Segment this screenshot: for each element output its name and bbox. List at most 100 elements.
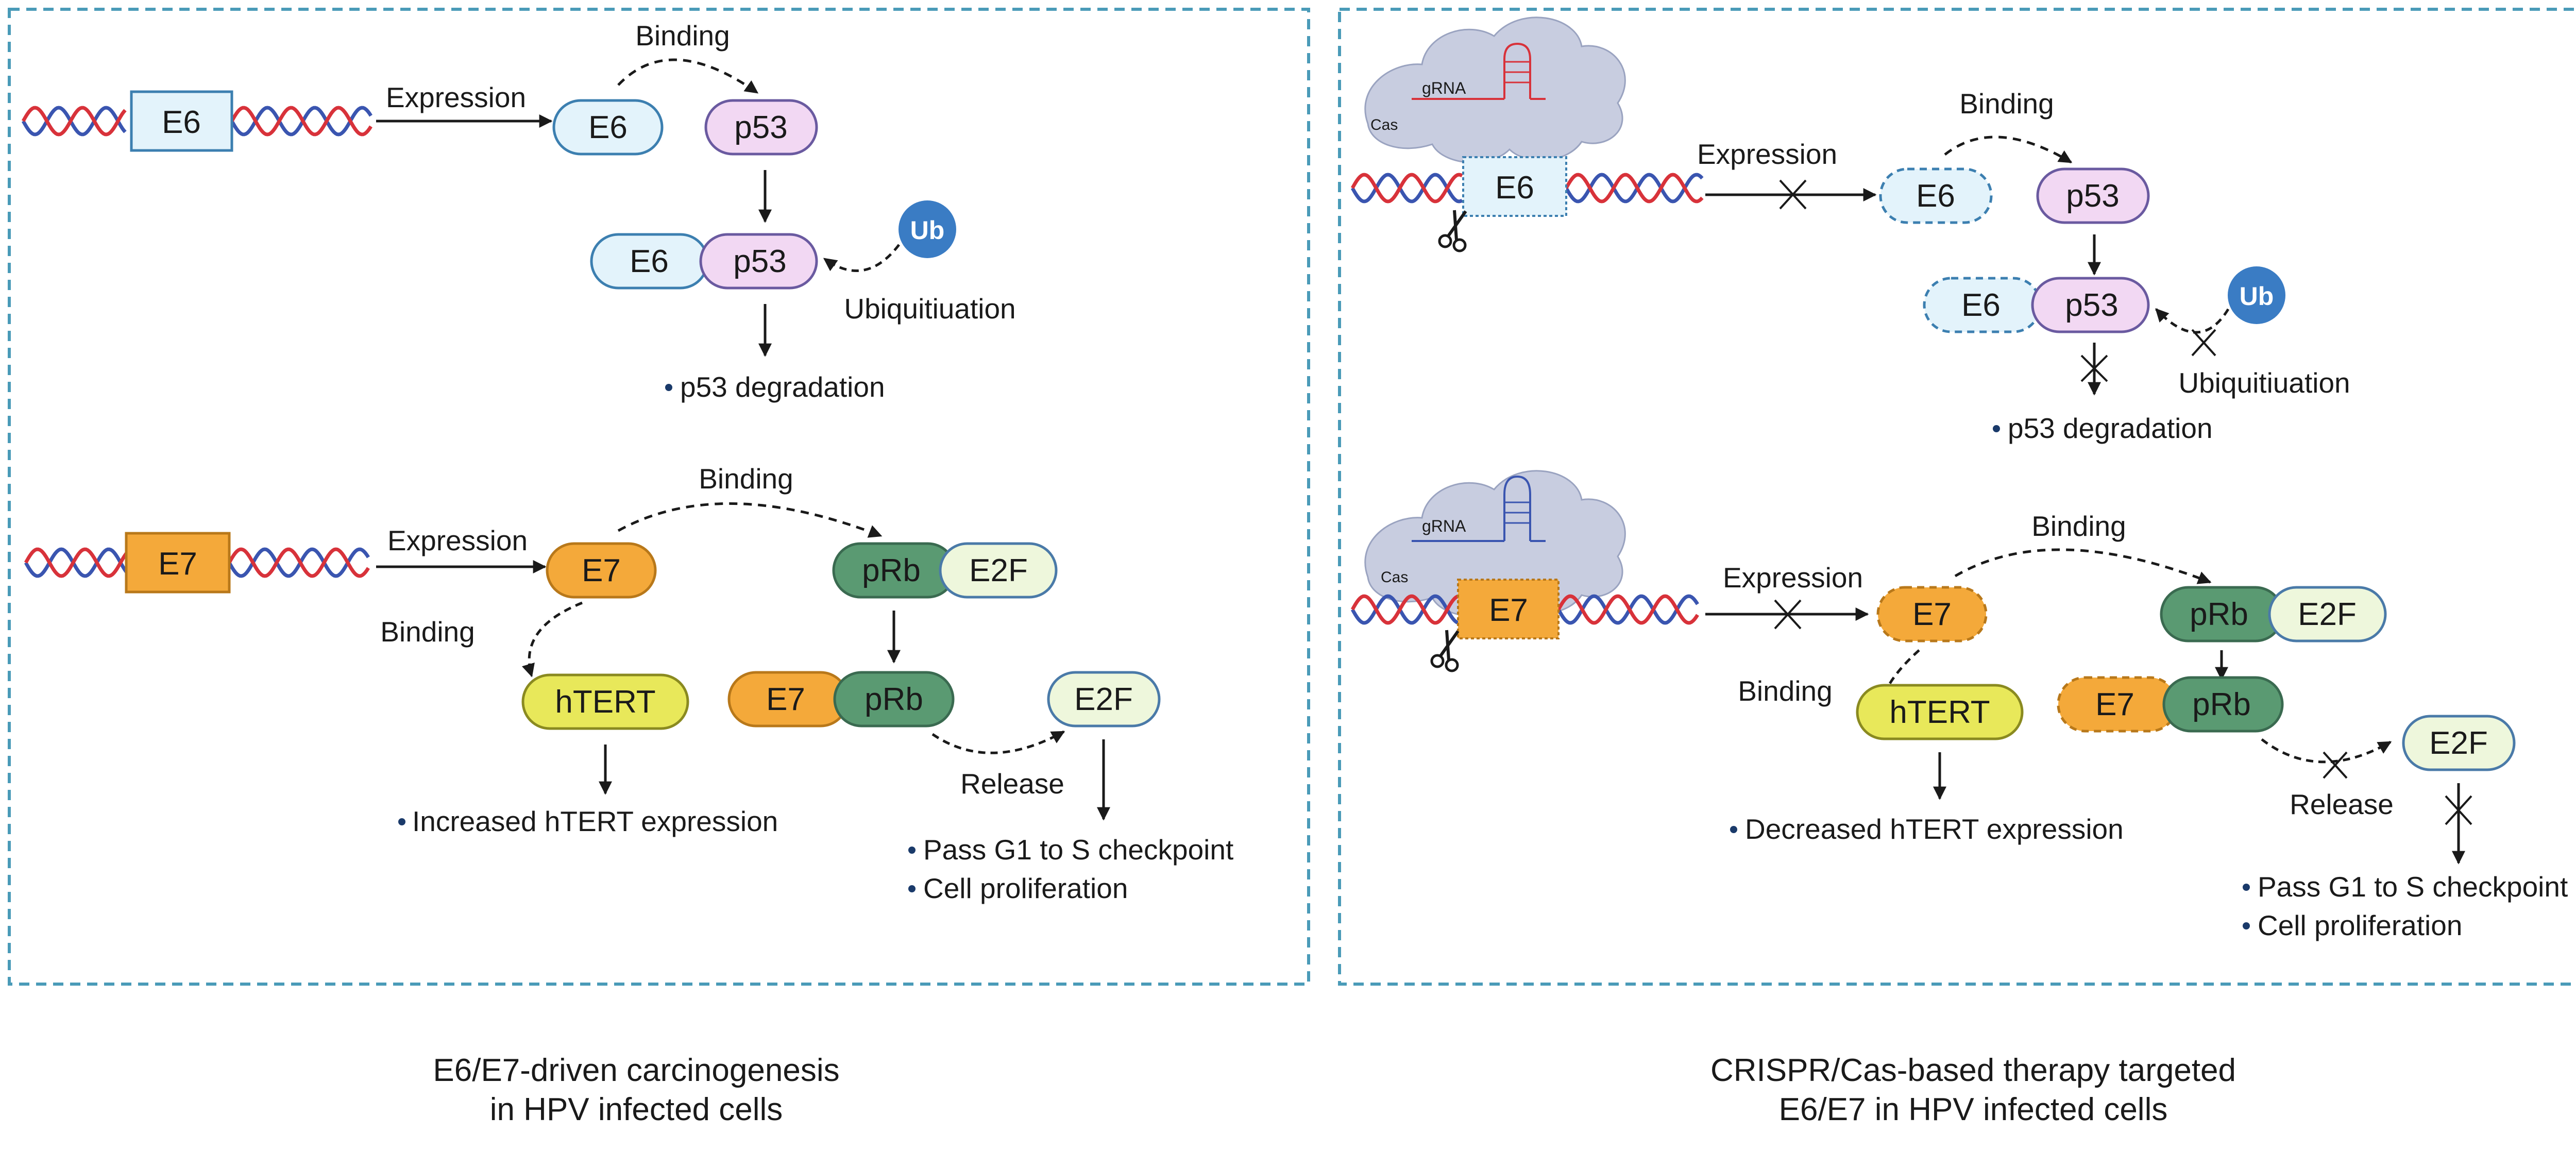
svg-text:E2F: E2F	[969, 553, 1028, 588]
svg-text:hTERT: hTERT	[1889, 695, 1990, 730]
ubiquitination-arrow	[823, 244, 900, 272]
e7-prb-complex-prb	[2162, 676, 2284, 733]
block-cross-icon	[1779, 179, 1807, 210]
e7-gene-box	[125, 532, 231, 594]
svg-text:E7: E7	[2095, 687, 2134, 722]
dna-strand	[230, 106, 372, 137]
block-cross-icon	[2445, 795, 2472, 825]
svg-text:p53: p53	[2065, 288, 2118, 323]
svg-text:p53: p53	[733, 244, 786, 279]
svg-text:gRNA: gRNA	[1422, 79, 1466, 97]
svg-text:E6: E6	[630, 244, 669, 279]
svg-text:Pass G1 to S checkpoint: Pass G1 to S checkpoint	[923, 834, 1233, 866]
dna-helix-icon	[1564, 173, 1704, 204]
svg-text:Cell proliferation: Cell proliferation	[923, 872, 1128, 904]
svg-text:Decreased hTERT expression: Decreased hTERT expression	[1745, 813, 2124, 845]
e7-prb-complex-e7	[2057, 676, 2178, 733]
svg-text:Cas: Cas	[1370, 116, 1398, 133]
dna-strand	[21, 106, 127, 137]
svg-text:Pass G1 to S checkpoint: Pass G1 to S checkpoint	[2258, 871, 2568, 903]
svg-text:Cas: Cas	[1381, 569, 1408, 586]
e7-gene-box-targeted	[1457, 579, 1560, 639]
svg-text:E7: E7	[158, 546, 197, 582]
svg-text:E2F: E2F	[2298, 597, 2357, 632]
dna-helix-icon	[21, 106, 127, 137]
dna-helix-icon	[1350, 594, 1461, 625]
e6-gene-box-targeted	[1462, 156, 1567, 217]
block-cross-icon	[2080, 354, 2108, 382]
svg-text:E7: E7	[766, 682, 805, 717]
dna-strand	[1564, 173, 1704, 204]
svg-text:Ub: Ub	[910, 216, 945, 245]
block-cross-icon	[1774, 599, 1802, 630]
dna-strand	[1350, 594, 1461, 625]
svg-text:p53 degradation: p53 degradation	[680, 371, 885, 403]
svg-text:pRb: pRb	[865, 682, 923, 717]
e2f-released	[1047, 671, 1161, 728]
svg-text:E6: E6	[588, 110, 628, 145]
svg-text:Binding: Binding	[1959, 88, 2054, 120]
svg-text:gRNA: gRNA	[1422, 517, 1466, 535]
right-panel-frame	[1338, 8, 2576, 986]
right-caption-line1: CRISPR/Cas-based therapy targeted	[1710, 1053, 2236, 1088]
grna-hairpin-icon	[1412, 42, 1546, 100]
dna-helix-icon	[24, 547, 129, 578]
svg-text:hTERT: hTERT	[555, 684, 655, 720]
e6-protein-blocked	[1879, 167, 1993, 224]
svg-text:Ub: Ub	[2240, 282, 2274, 311]
dna-helix-icon	[227, 547, 370, 578]
scissors-icon	[1438, 210, 1467, 252]
block-cross-icon	[2191, 329, 2216, 357]
svg-text:E2F: E2F	[2429, 725, 2488, 761]
svg-text:pRb: pRb	[2192, 687, 2251, 722]
e7-protein	[546, 542, 657, 599]
svg-text:Binding: Binding	[1738, 675, 1832, 707]
svg-text:Expression: Expression	[1697, 138, 1837, 170]
svg-text:E6: E6	[1961, 288, 2001, 323]
e2f-protein	[939, 542, 1058, 599]
e6-gene-box	[130, 90, 233, 152]
e6-p53-complex-p53	[699, 233, 818, 290]
right-caption: CRISPR/Cas-based therapy targeted E6/E7 …	[1406, 1051, 2540, 1129]
svg-text:Release: Release	[2290, 788, 2394, 820]
svg-text:E7: E7	[1489, 593, 1528, 628]
svg-text:p53: p53	[2066, 178, 2119, 214]
p53-protein	[2036, 167, 2150, 224]
svg-text:Binding: Binding	[699, 463, 793, 495]
dna-helix-icon	[1350, 173, 1463, 204]
dna-strand	[227, 547, 370, 578]
svg-text:Release: Release	[960, 768, 1064, 800]
e6-gene-label: E6	[162, 105, 201, 140]
grna-hairpin-icon	[1412, 475, 1546, 542]
htert-protein	[521, 673, 689, 730]
svg-text:pRb: pRb	[2190, 597, 2248, 632]
expression-label: Expression	[386, 81, 526, 113]
svg-text:Expression: Expression	[387, 525, 528, 556]
svg-text:E6: E6	[1916, 178, 1955, 214]
e2f-released	[2402, 715, 2516, 771]
e6-p53-complex-p53	[2031, 277, 2150, 333]
e7-protein-blocked	[1876, 586, 1988, 642]
svg-text:Expression: Expression	[1723, 562, 1863, 594]
e6-protein	[552, 99, 664, 156]
dna-strand	[24, 547, 129, 578]
left-panel-frame	[8, 8, 1310, 986]
e2f-protein	[2268, 586, 2387, 642]
cas-protein-icon	[1364, 16, 1626, 163]
dna-strand	[24, 547, 129, 578]
ubiquitin-icon	[2228, 266, 2285, 324]
dna-strand	[1350, 173, 1463, 204]
dna-strand	[1564, 173, 1704, 204]
binding-arrow	[617, 58, 759, 94]
left-caption-line2: in HPV infected cells	[489, 1092, 783, 1127]
svg-text:Binding: Binding	[2031, 510, 2126, 542]
e7-prb-complex-prb	[833, 671, 955, 728]
block-cross-icon	[2323, 751, 2348, 779]
left-caption-line1: E6/E7-driven carcinogenesis	[433, 1053, 840, 1088]
left-caption: E6/E7-driven carcinogenesis in HPV infec…	[70, 1051, 1203, 1129]
dna-helix-icon	[1556, 594, 1699, 625]
dna-strand	[1350, 594, 1461, 625]
svg-text:pRb: pRb	[862, 553, 921, 588]
svg-text:E2F: E2F	[1074, 682, 1133, 717]
